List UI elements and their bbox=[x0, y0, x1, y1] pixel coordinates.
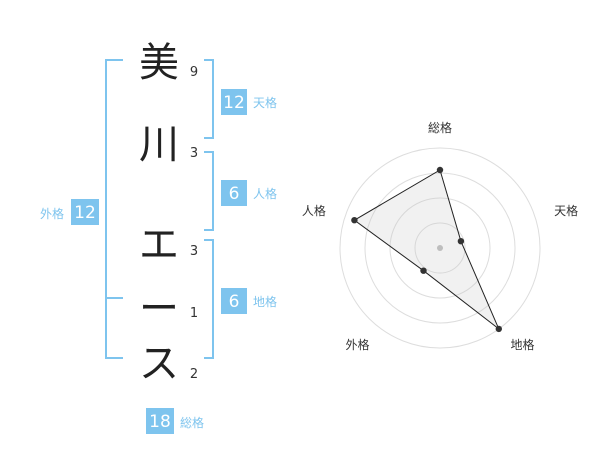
radar-center bbox=[437, 245, 443, 251]
radar-point bbox=[436, 166, 444, 174]
name-char-1: 美 bbox=[139, 40, 179, 86]
chikaku-label: 地格 bbox=[253, 294, 277, 309]
soukaku-label: 総格 bbox=[180, 415, 204, 430]
radar-axis-label: 天格 bbox=[554, 203, 578, 218]
radar-area bbox=[353, 169, 500, 330]
soukaku-box bbox=[146, 408, 174, 434]
radar-axis-label: 外格 bbox=[345, 337, 369, 352]
tenkaku-box bbox=[221, 89, 247, 115]
radar-axis-label: 総格 bbox=[428, 120, 452, 135]
bracket-gaikaku bbox=[105, 59, 123, 359]
jinkaku-value: 6 bbox=[229, 184, 240, 204]
chikaku-value: 6 bbox=[229, 292, 240, 312]
stroke-count-5: 2 bbox=[190, 367, 198, 382]
stroke-count-3: 3 bbox=[190, 244, 198, 259]
jinkaku-box bbox=[221, 180, 247, 206]
radar-point bbox=[495, 325, 502, 333]
gaikaku-box bbox=[71, 199, 99, 225]
radar-ring bbox=[389, 197, 491, 299]
radar-point bbox=[457, 238, 465, 245]
soukaku-value: 18 bbox=[149, 412, 171, 432]
radar-ring bbox=[339, 147, 541, 349]
tenkaku-value: 12 bbox=[223, 93, 245, 113]
name-char-4: ー bbox=[139, 286, 179, 332]
jinkaku-label: 人格 bbox=[253, 186, 277, 201]
bracket-tenkaku bbox=[204, 59, 214, 139]
tenkaku-label: 天格 bbox=[253, 95, 277, 110]
radar-ring bbox=[414, 222, 466, 274]
radar-point bbox=[351, 217, 358, 224]
bracket-jinkaku bbox=[204, 151, 214, 231]
bracket-chikaku bbox=[204, 239, 214, 359]
radar-axis-label: 人格 bbox=[302, 203, 326, 218]
gaikaku-value: 12 bbox=[74, 203, 96, 223]
stroke-count-2: 3 bbox=[190, 146, 198, 161]
radar-axis-label: 地格 bbox=[511, 337, 535, 352]
name-char-3: エ bbox=[139, 222, 179, 268]
stroke-count-4: 1 bbox=[190, 306, 198, 321]
name-char-2: 川 bbox=[139, 122, 179, 168]
stroke-count-1: 9 bbox=[190, 65, 198, 80]
name-char-5: ス bbox=[139, 341, 179, 387]
gaikaku-label: 外格 bbox=[40, 206, 64, 221]
chikaku-box bbox=[221, 288, 247, 314]
radar-point bbox=[420, 267, 427, 274]
